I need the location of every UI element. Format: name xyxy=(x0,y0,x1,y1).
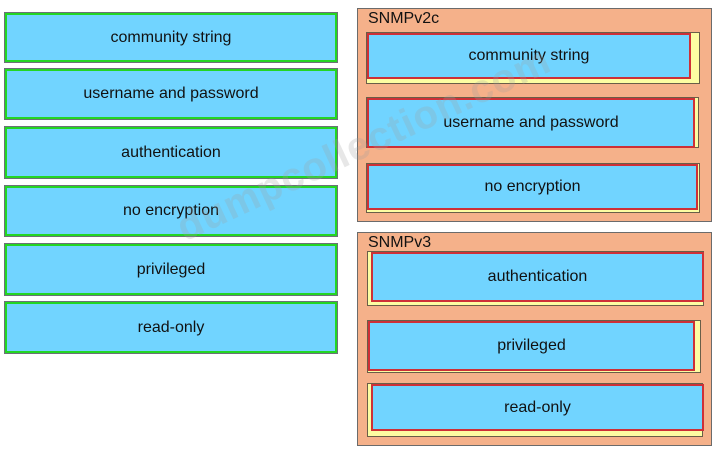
answer-label: no encryption xyxy=(484,178,581,195)
option-label: no encryption xyxy=(122,202,220,219)
option-label: read-only xyxy=(137,318,205,336)
snmpv2c-answer-community-string[interactable]: community string xyxy=(367,33,691,79)
snmpv2c-panel-title: SNMPv2c xyxy=(368,10,440,27)
option-label: username and password xyxy=(83,85,259,102)
snmpv3-answer-authentication[interactable]: authentication xyxy=(371,252,704,302)
answer-label: privileged xyxy=(497,337,566,354)
answer-label: community string xyxy=(468,47,590,64)
source-option-privileged[interactable]: privileged xyxy=(4,243,338,296)
option-label: authentication xyxy=(121,143,221,161)
snmpv2c-slot-2[interactable]: username and password xyxy=(366,97,699,148)
answer-label: authentication xyxy=(487,268,588,285)
source-option-read-only[interactable]: read-only xyxy=(4,301,338,354)
source-option-no-encryption[interactable]: no encryption xyxy=(4,185,338,237)
answer-label: read-only xyxy=(504,398,571,416)
snmpv2c-slot-1[interactable]: community string xyxy=(366,32,700,84)
snmpv2c-answer-username-password[interactable]: username and password xyxy=(367,98,695,148)
option-label: privileged xyxy=(136,260,206,278)
snmpv3-slot-1[interactable]: authentication xyxy=(367,251,704,306)
snmpv3-slot-3[interactable]: read-only xyxy=(367,383,704,437)
snmpv2c-answer-no-encryption[interactable]: no encryption xyxy=(367,164,698,210)
snmpv2c-slot-3[interactable]: no encryption xyxy=(366,163,700,213)
snmpv3-answer-read-only[interactable]: read-only xyxy=(371,384,704,431)
snmpv3-panel-title: SNMPv3 xyxy=(368,234,432,251)
snmpv2c-target-panel: SNMPv2c community string username and pa… xyxy=(357,8,712,222)
snmpv3-answer-privileged[interactable]: privileged xyxy=(368,321,695,371)
snmpv3-slot-2[interactable]: privileged xyxy=(367,320,701,373)
snmpv3-target-panel: SNMPv3 authentication privileged read-on… xyxy=(357,232,712,446)
source-option-community-string[interactable]: community string xyxy=(4,12,338,63)
source-option-username-password[interactable]: username and password xyxy=(4,68,338,120)
option-label: community string xyxy=(110,28,232,46)
answer-label: username and password xyxy=(443,114,619,131)
source-option-authentication[interactable]: authentication xyxy=(4,126,338,179)
